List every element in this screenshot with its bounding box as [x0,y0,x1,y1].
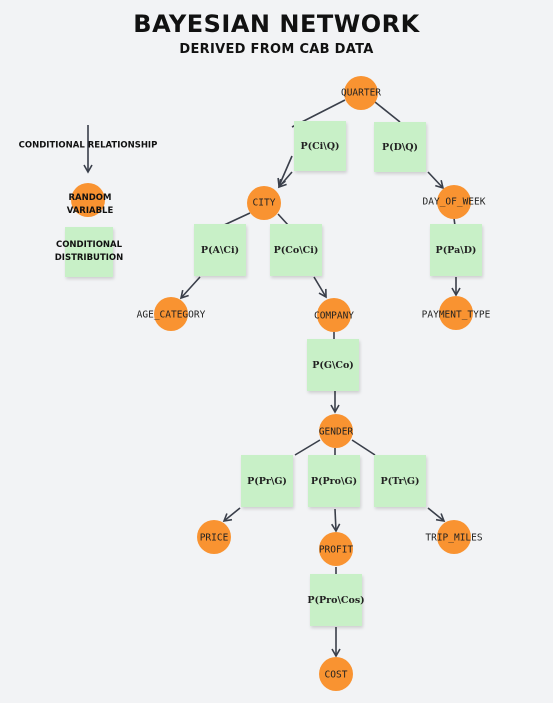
node-price [197,520,231,554]
edge-city-age-a [221,212,251,227]
cpd-pro-given-cos: P(Pro\Cos) [307,574,365,626]
node-quarter [344,76,378,110]
cpd-pro-given-g: P(Pro\G) [308,455,360,507]
cpd-a-given-ci: P(A\Ci) [194,224,246,276]
node-gender [319,414,353,448]
edge-quarter-dow-b [427,171,445,190]
node-day-of-week [437,185,471,219]
page-subtitle: DERIVED FROM CAB DATA [179,42,374,57]
legend-distribution-box [65,227,113,277]
legend-box-label: CONDITIONAL DISTRIBUTION [55,239,124,265]
page-title: BAYESIAN NETWORK [133,10,420,38]
cpd-g-given-co: P(G\Co) [307,339,359,391]
cpd-tr-given-g: P(Tr\G) [374,455,426,507]
legend-node-label-line1: RANDOM [68,193,112,203]
legend-box-label-line2: DISTRIBUTION [54,253,124,263]
edge-quarter-dow-a [374,101,401,123]
cpd-pa-given-d: P(Pa\D) [430,224,482,276]
cpd-co-given-ci: P(Co\Ci) [270,224,322,276]
cpd-ci-given-q: P(Ci\Q) [294,121,346,171]
node-profit [319,532,353,566]
node-company [317,298,351,332]
edge-gender-price-b [222,507,241,523]
edge-quarter-city-head [277,171,293,189]
node-trip-miles [437,520,471,554]
edge-gender-trip-b [427,507,446,523]
legend-node-label: RANDOM VARIABLE [67,192,114,218]
node-age-category [154,297,188,331]
legend-node-label-line2: VARIABLE [66,206,114,216]
edge-city-age-b [179,276,201,300]
edge-gender-price-a [294,439,321,456]
edge-gender-profit-b [331,508,341,533]
legend-box-label-line1: CONDITIONAL [55,240,123,250]
legend-node [71,183,105,217]
cpd-pr-given-g: P(Pr\G) [241,455,293,507]
cpd-d-given-q: P(D\Q) [374,122,426,172]
node-city [247,186,281,220]
legend-arrow-label: CONDITIONAL RELATIONSHIP [18,140,158,151]
edge-city-company-b [313,276,327,299]
edge-gender-trip-a [351,439,376,456]
node-payment-type [439,296,473,330]
node-cost [319,657,353,691]
